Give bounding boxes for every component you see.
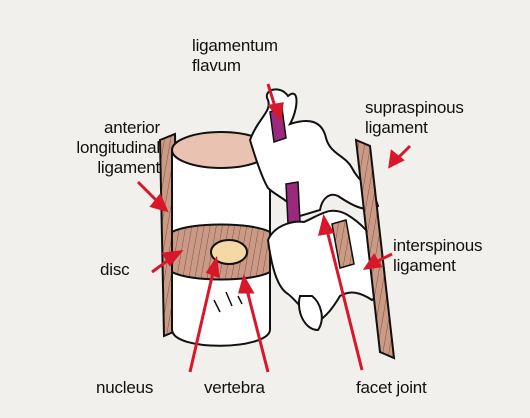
label-anterior-line1: anterior	[22, 118, 160, 138]
ligamentum-flavum-patch-lower	[286, 182, 300, 224]
label-anterior-line2: longitudinal	[22, 138, 160, 158]
label-facet-joint: facet joint	[356, 378, 427, 398]
label-interspinous-line2: ligament	[393, 256, 482, 276]
label-nucleus: nucleus	[96, 378, 153, 398]
label-interspinous-line1: interspinous	[393, 236, 482, 256]
label-anterior-line3: ligament	[22, 158, 160, 178]
label-vertebra: vertebra	[204, 378, 265, 398]
label-anterior-longitudinal-ligament: anterior longitudinal ligament	[22, 118, 160, 178]
label-supraspinous-line2: ligament	[365, 118, 464, 138]
label-supraspinous-ligament: supraspinous ligament	[365, 98, 464, 138]
label-ligamentum-flavum: ligamentum flavum	[192, 36, 278, 76]
label-disc: disc	[100, 260, 129, 280]
label-interspinous-ligament: interspinous ligament	[393, 236, 482, 276]
label-ligamentum-flavum-line1: ligamentum	[192, 36, 278, 56]
label-ligamentum-flavum-line2: flavum	[192, 56, 278, 76]
label-supraspinous-line1: supraspinous	[365, 98, 464, 118]
